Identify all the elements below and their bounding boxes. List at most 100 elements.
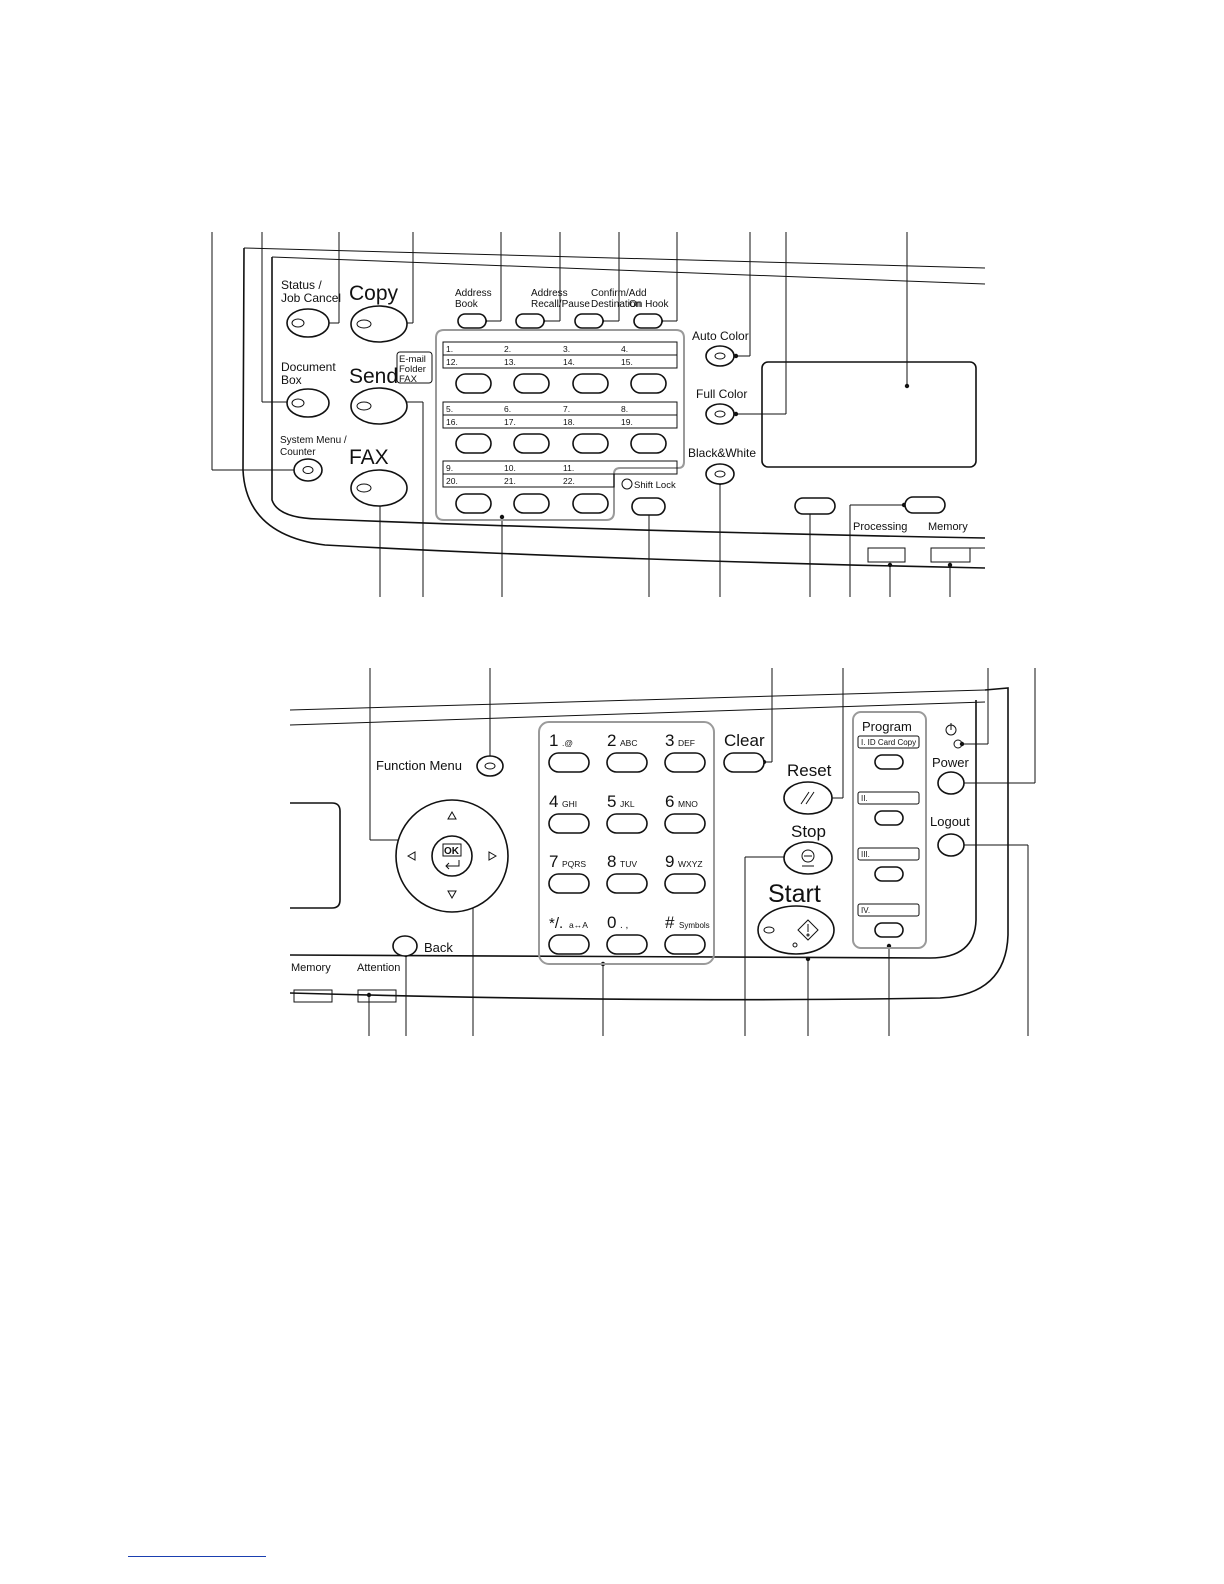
- svg-text:Reset: Reset: [787, 761, 832, 780]
- black-white-button[interactable]: Black&White: [688, 446, 756, 485]
- keypad-key-0[interactable]: 0 . ,: [606, 913, 648, 955]
- keypad-key-9[interactable]: 9 WXYZ: [664, 852, 706, 894]
- back-button[interactable]: Back: [392, 935, 453, 957]
- full-color-button[interactable]: Full Color: [696, 387, 747, 425]
- address-recall-pause-button[interactable]: Address Recall/Pause: [515, 288, 590, 329]
- svg-text:19.: 19.: [621, 417, 633, 427]
- svg-text:Box: Box: [281, 373, 302, 387]
- svg-text:IV.: IV.: [861, 906, 870, 915]
- address-book-button[interactable]: Address Book: [455, 288, 492, 329]
- svg-text:Recall/Pause: Recall/Pause: [531, 299, 590, 310]
- top-panel-button-b[interactable]: [904, 496, 946, 514]
- svg-text:Stop: Stop: [791, 822, 826, 841]
- svg-text:Counter: Counter: [280, 447, 316, 458]
- keypad-key-6[interactable]: 6 MNO: [664, 792, 706, 834]
- memory-indicator-bottom: [293, 989, 333, 1003]
- on-hook-button[interactable]: On Hook: [629, 299, 669, 329]
- keypad-key-3[interactable]: 3 DEF: [664, 731, 706, 773]
- send-button[interactable]: Send E-mail Folder FAX: [349, 351, 433, 425]
- numeric-keypad: [538, 721, 715, 965]
- fax-button[interactable]: FAX: [349, 446, 408, 507]
- svg-text:Folder: Folder: [399, 364, 426, 375]
- keypad-key-8[interactable]: 8 TUV: [606, 852, 648, 894]
- top-panel-outline: [242, 247, 986, 569]
- svg-text:Status /: Status /: [281, 278, 322, 292]
- stop-button[interactable]: Stop: [783, 822, 833, 875]
- svg-text:Document: Document: [281, 360, 336, 374]
- svg-text:20.: 20.: [446, 476, 458, 486]
- document-box-button[interactable]: Document Box: [281, 360, 336, 418]
- bottom-panel: Function Menu OK Back Memory Attention: [289, 668, 1036, 1036]
- keypad-key-4[interactable]: 4 GHI: [548, 792, 590, 834]
- copy-button[interactable]: Copy: [349, 282, 408, 343]
- svg-text:Symbols: Symbols: [679, 921, 710, 930]
- svg-text:16.: 16.: [446, 417, 458, 427]
- program-key-4[interactable]: IV.: [857, 903, 920, 938]
- svg-text:Logout: Logout: [930, 814, 970, 829]
- keypad-key-hash[interactable]: # Symbols: [664, 913, 710, 955]
- svg-text:5.: 5.: [446, 404, 453, 414]
- svg-text:Black&White: Black&White: [688, 446, 756, 460]
- svg-text:6: 6: [665, 792, 674, 811]
- system-menu-counter-button[interactable]: System Menu / Counter: [280, 435, 347, 482]
- svg-text:5: 5: [607, 792, 616, 811]
- program-key-3[interactable]: III.: [857, 847, 920, 882]
- status-job-cancel-button[interactable]: Status / Job Cancel: [281, 278, 341, 338]
- right-arrow-icon: [488, 851, 498, 861]
- svg-text:0: 0: [607, 913, 616, 932]
- svg-text:Job Cancel: Job Cancel: [281, 291, 341, 305]
- bottom-panel-inner-outline: [289, 700, 977, 959]
- svg-text:Full Color: Full Color: [696, 387, 747, 401]
- svg-text:Shift Lock: Shift Lock: [634, 480, 676, 491]
- svg-text:Address: Address: [531, 288, 568, 299]
- svg-text:13.: 13.: [504, 357, 516, 367]
- function-menu-button[interactable]: Function Menu: [376, 755, 504, 777]
- svg-text:On Hook: On Hook: [629, 299, 669, 310]
- svg-text:II.: II.: [861, 794, 868, 803]
- auto-color-button[interactable]: Auto Color: [692, 329, 749, 367]
- keypad-key-2[interactable]: 2 ABC: [606, 731, 648, 773]
- svg-text:2: 2: [607, 731, 616, 750]
- ok-button[interactable]: OK: [431, 835, 473, 877]
- program-key-2[interactable]: II.: [857, 791, 920, 826]
- display-fragment: [290, 802, 341, 909]
- svg-text:Auto Color: Auto Color: [692, 329, 749, 343]
- svg-text:Send: Send: [349, 365, 398, 388]
- svg-text:Book: Book: [455, 299, 479, 310]
- processing-indicator: [867, 547, 906, 563]
- keypad-key-star[interactable]: */. a↔A: [548, 915, 590, 955]
- message-display: [761, 361, 977, 468]
- keypad-key-7[interactable]: 7 PQRS: [548, 852, 590, 894]
- svg-text:4: 4: [549, 792, 558, 811]
- svg-text:6.: 6.: [504, 404, 511, 414]
- logout-button[interactable]: Logout: [930, 814, 970, 857]
- svg-text:Back: Back: [424, 940, 453, 955]
- svg-text:GHI: GHI: [562, 799, 577, 809]
- svg-text:I. ID Card Copy: I. ID Card Copy: [861, 738, 916, 747]
- keypad-key-1[interactable]: 1 .@: [548, 731, 590, 773]
- callout-lines-top: [211, 232, 951, 597]
- shift-lock-button[interactable]: Shift Lock: [621, 478, 676, 516]
- svg-text:ABC: ABC: [620, 738, 637, 748]
- clear-button[interactable]: Clear: [723, 731, 765, 773]
- svg-text:MNO: MNO: [678, 799, 698, 809]
- up-arrow-icon: [447, 810, 457, 820]
- confirm-add-destination-button[interactable]: Confirm/Add Destination: [574, 288, 647, 329]
- start-button[interactable]: Start: [757, 880, 835, 955]
- svg-text:21.: 21.: [504, 476, 516, 486]
- svg-text:#: #: [665, 913, 675, 932]
- svg-text:*/.: */.: [549, 915, 563, 932]
- svg-text:TUV: TUV: [620, 859, 637, 869]
- one-touch-buttons[interactable]: [455, 373, 667, 514]
- top-panel-edge: [243, 247, 986, 269]
- left-arrow-icon: [406, 851, 416, 861]
- top-panel-button-a[interactable]: [794, 497, 836, 515]
- reset-button[interactable]: Reset: [783, 761, 833, 815]
- top-panel-inner-outline: [271, 257, 986, 539]
- svg-text:3: 3: [665, 731, 674, 750]
- keypad-key-5[interactable]: 5 JKL: [606, 792, 648, 834]
- enter-icon: [445, 860, 460, 870]
- svg-text:III.: III.: [861, 850, 870, 859]
- power-button[interactable]: Power: [932, 755, 970, 795]
- program-key-1[interactable]: I. ID Card Copy: [857, 735, 920, 770]
